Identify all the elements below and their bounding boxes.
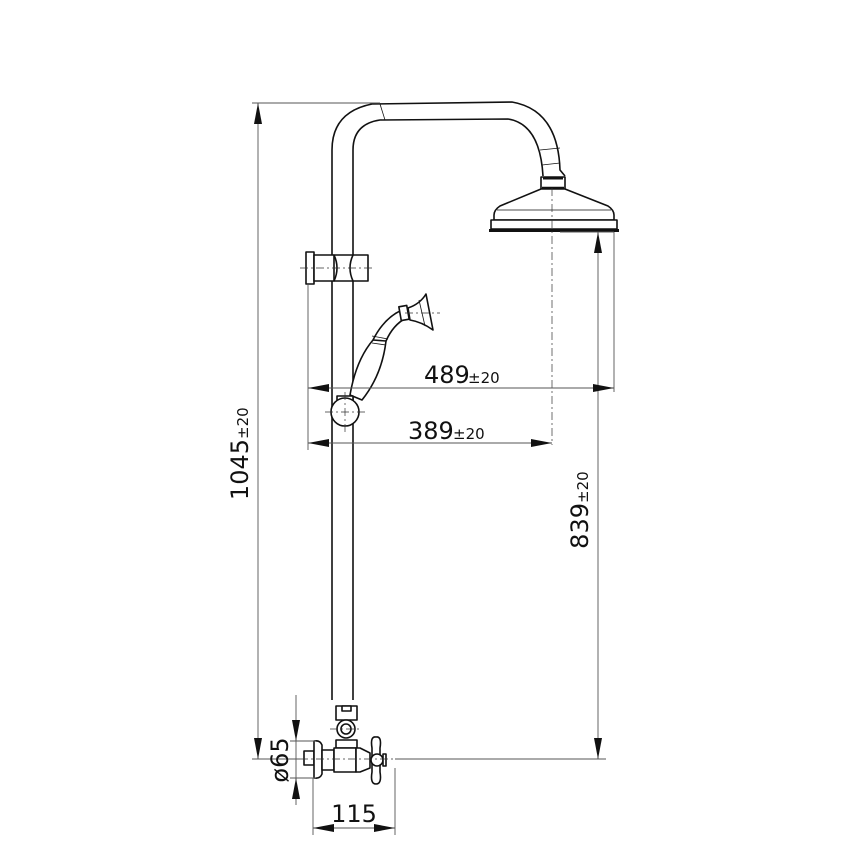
dimension-valve-depth: 115 (312, 768, 396, 835)
arm-reach-outer-tolerance: ±20 (468, 369, 500, 387)
dimension-arm-reach-outer: 489 ±20 (307, 232, 615, 450)
riser-pipe (331, 101, 566, 700)
dimension-flange-diameter: ø65 (266, 695, 316, 805)
hand-shower-holder (325, 392, 365, 432)
dimension-head-height: 839 ±20 (395, 231, 614, 760)
arm-reach-outer-value: 489 (424, 361, 470, 389)
dimension-total-height: 1045 ±20 (226, 102, 380, 760)
slide-bracket (300, 251, 372, 285)
total-height-tolerance: ±20 (234, 407, 252, 439)
valve-depth-value: 115 (331, 800, 377, 828)
mixer-valve (300, 705, 395, 785)
dimension-arm-reach-center: 389 ±20 (308, 417, 552, 447)
total-height-value: 1045 (226, 439, 254, 500)
head-height-value: 839 (566, 503, 594, 549)
head-height-tolerance: ±20 (574, 471, 592, 503)
arm-reach-center-tolerance: ±20 (453, 425, 485, 443)
hand-shower (349, 293, 440, 401)
rain-shower-head (489, 176, 619, 232)
arm-reach-center-value: 389 (408, 417, 454, 445)
flange-diameter-value: ø65 (266, 737, 294, 782)
